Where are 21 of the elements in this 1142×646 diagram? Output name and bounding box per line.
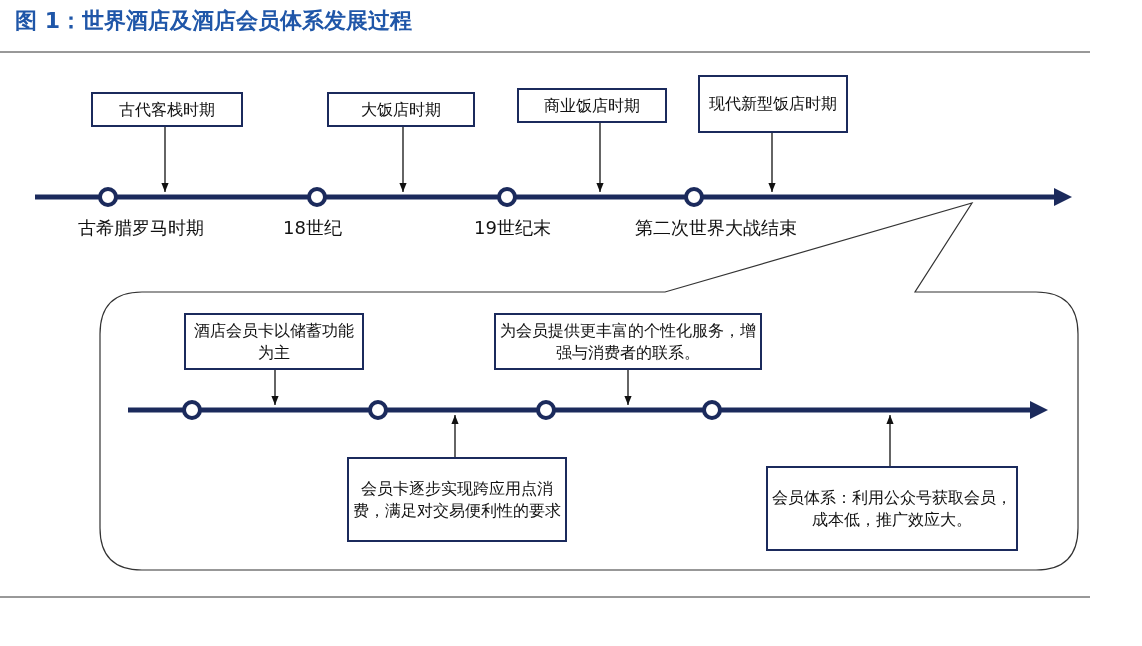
stage-box: 现代新型饭店时期 [698, 75, 848, 133]
arrow [451, 414, 459, 458]
stage-box: 会员卡逐步实现跨应用点消费，满足对交易便利性的要求 [347, 457, 567, 542]
period-label: 第二次世界大战结束 [635, 216, 797, 240]
arrow [886, 414, 894, 467]
arrow [596, 122, 604, 193]
stage-box: 会员体系：利用公众号获取会员，成本低，推广效应大。 [766, 466, 1018, 551]
stage-box: 大饭店时期 [327, 92, 475, 127]
period-label: 18世纪 [283, 216, 342, 240]
stage-box: 商业饭店时期 [517, 88, 667, 123]
stage-box: 古代客栈时期 [91, 92, 243, 127]
period-label: 古希腊罗马时期 [78, 216, 204, 240]
period-label: 19世纪末 [474, 216, 551, 240]
figure-title: 图 1：世界酒店及酒店会员体系发展过程 [15, 7, 412, 35]
arrow [271, 369, 279, 406]
arrow [161, 126, 169, 193]
arrow [768, 132, 776, 193]
arrow [399, 126, 407, 193]
arrow [624, 369, 632, 406]
stage-box: 为会员提供更丰富的个性化服务，增强与消费者的联系。 [494, 313, 762, 370]
stage-box: 酒店会员卡以储蓄功能为主 [184, 313, 364, 370]
